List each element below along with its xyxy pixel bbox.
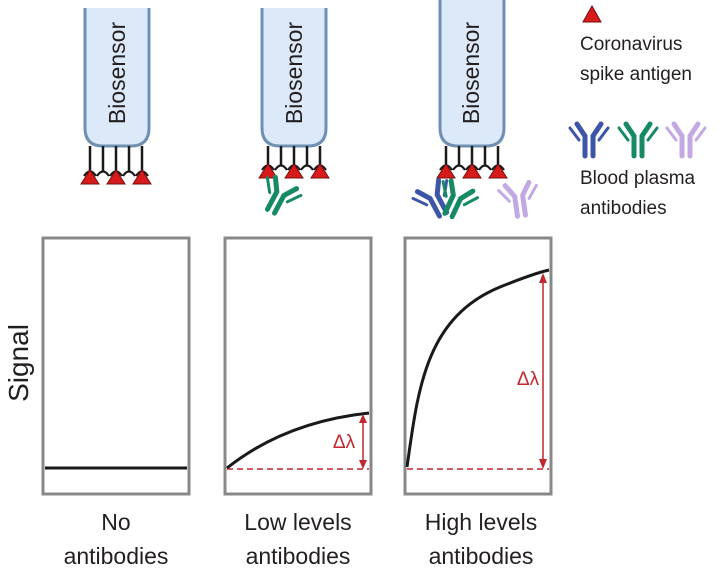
spike-antigen-group [80,169,152,185]
panel-no-antibodies [41,236,191,496]
delta-label: Δλ [333,432,356,453]
delta-label: Δλ [517,369,540,390]
sensor-label: Biosensor [104,22,130,125]
antibody-green [441,178,480,220]
y-axis-label: Signal [3,324,34,402]
caption-panel-1-line1: No [101,509,130,535]
spike-antigen-group [436,163,508,179]
antibody-legend-label-line1: Blood plasma [580,168,696,189]
plot-frame [223,236,373,496]
antibody-lavender [497,179,538,219]
sensor-probe-2: Biosensor [258,8,330,216]
sensor-label: Biosensor [458,22,484,125]
antibody-legend-green-icon [617,121,659,159]
delta-arrow [539,273,547,469]
legend: Coronavirus spike antigen Blood plasma a… [568,4,707,219]
plot-frame [41,236,191,496]
panel-high-antibodies: Δλ [403,236,553,496]
caption-panel-2-line1: Low levels [244,509,351,535]
spike-antigen-group [258,163,330,179]
signal-curve [405,268,550,468]
antibody-legend-lavender-icon [665,121,707,159]
sensor-label: Biosensor [281,22,307,125]
caption-panel-2-line2: antibodies [246,543,351,569]
antibody-green [264,174,303,216]
linker-group [83,146,149,177]
antigen-legend-label-line1: Coronavirus [580,34,682,55]
sensor-probe-3: Biosensor [411,0,538,220]
signal-curve [226,411,370,470]
antigen-legend-icon [582,4,602,23]
caption-panel-3-line2: antibodies [429,543,534,569]
plot-frame [403,236,553,496]
antibody-legend-blue-icon [568,121,610,159]
antibody-legend-label-line2: antibodies [580,198,667,219]
panel-captions: No antibodies Low levels antibodies High… [64,509,538,569]
caption-panel-1-line2: antibodies [64,543,169,569]
antigen-legend-label-line2: spike antigen [580,64,692,85]
panel-low-antibodies: Δλ [223,236,373,496]
caption-panel-3-line1: High levels [425,509,538,535]
delta-arrow [359,414,367,469]
sensor-probe-1: Biosensor [80,8,152,185]
